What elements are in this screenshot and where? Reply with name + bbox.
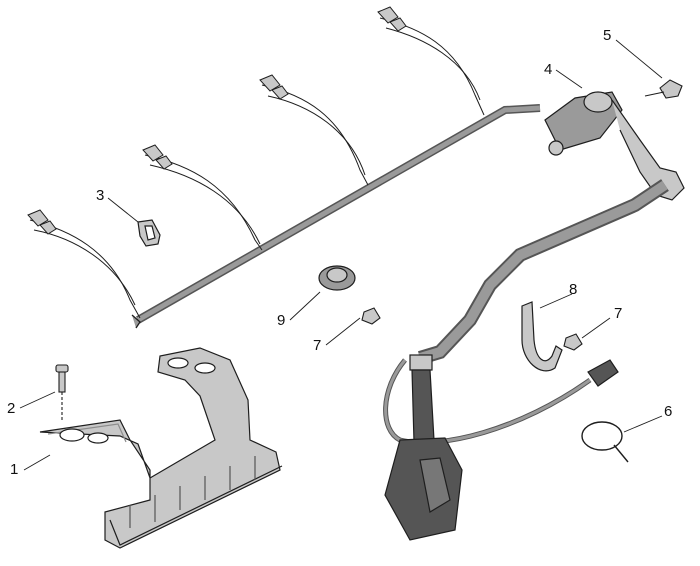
callout-8: 8 xyxy=(569,281,578,298)
bracket-8 xyxy=(521,301,563,372)
grommet-9 xyxy=(318,265,356,291)
harness-rail xyxy=(131,104,541,329)
callout-4: 4 xyxy=(544,61,553,78)
callout-7-left: 7 xyxy=(313,337,322,354)
callout-2: 2 xyxy=(7,400,16,417)
callout-3: 3 xyxy=(96,187,105,204)
cable-tie-6 xyxy=(581,421,629,463)
callout-7-right: 7 xyxy=(614,305,623,322)
sensor-housing xyxy=(384,354,463,541)
bolt-5 xyxy=(644,79,683,99)
bolt-7-left xyxy=(361,307,381,325)
harness-connector-4 xyxy=(544,91,685,201)
injector-connectors xyxy=(27,6,485,319)
main-hose xyxy=(417,179,669,365)
callout-6: 6 xyxy=(664,403,673,420)
callout-9: 9 xyxy=(277,312,286,329)
leader-lines xyxy=(19,39,663,471)
clip-3 xyxy=(137,219,161,247)
bolt-2 xyxy=(55,364,69,420)
mounting-bracket xyxy=(39,347,283,549)
bolt-7-right xyxy=(563,333,583,351)
callout-5: 5 xyxy=(603,27,612,44)
callout-1: 1 xyxy=(10,461,19,478)
